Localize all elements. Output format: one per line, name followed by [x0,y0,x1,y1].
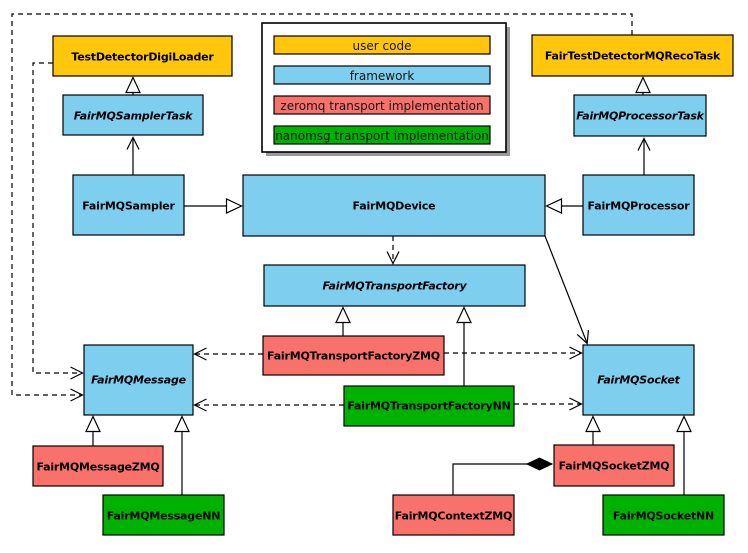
node-label: FairMQDevice [353,200,436,213]
node-box [83,344,194,416]
node-box [263,264,526,307]
node-fairtestdetectormqrecotask: FairTestDetectorMQRecoTask [531,34,734,77]
legend-item-zeromq: zeromq transport implementation [273,95,491,115]
node-label: TestDetectorDigiLoader [71,51,214,64]
legend-swatch-framework [273,65,491,85]
node-box [602,494,725,536]
legend-swatch-user-code [273,35,491,55]
node-fairmqtransportfactorynn: FairMQTransportFactoryNN [343,385,515,427]
edge-device-to-socket [544,235,589,345]
legend-item-user-code: user code [273,35,491,55]
node-box [102,494,225,536]
node-box [582,344,695,416]
node-fairmqprocessortask: FairMQProcessorTask [573,94,707,137]
legend-label-nanomsg: nanomsg transport implementation [275,129,489,143]
legend-item-framework: framework [273,65,491,85]
node-fairmqcontextzmq: FairMQContextZMQ [392,494,515,536]
node-label: FairTestDetectorMQRecoTask [545,50,721,63]
node-fairmqsocketzmq: FairMQSocketZMQ [553,444,675,487]
node-fairmqtransportfactory: FairMQTransportFactory [263,264,526,307]
node-fairmqprocessor: FairMQProcessor [582,174,695,236]
node-label: FairMQProcessor [588,200,691,213]
node-label: FairMQSamplerTask [74,110,193,123]
node-fairmqsamplertask: FairMQSamplerTask [62,94,204,136]
node-fairmqmessagezmq: FairMQMessageZMQ [32,445,164,487]
node-label: FairMQMessage [91,374,187,387]
node-label: FairMQTransportFactory [322,280,467,293]
node-label: FairMQTransportFactoryZMQ [267,350,440,363]
legend-swatch-zeromq [273,95,491,115]
node-box [262,335,445,376]
node-label: FairMQSocket [597,374,680,387]
node-box [343,385,515,427]
node-label: FairMQMessageZMQ [36,461,159,474]
node-label: FairMQSocketNN [613,510,714,523]
node-label: FairMQProcessorTask [576,110,704,123]
node-box [553,444,675,487]
node-fairmqsocket: FairMQSocket [582,344,695,416]
node-box [62,94,204,136]
node-fairmqmessagenn: FairMQMessageNN [102,494,225,536]
legend-label-user-code: user code [353,39,412,53]
node-box [242,174,546,237]
node-label: FairMQSocketZMQ [559,460,670,473]
node-fairmqmessage: FairMQMessage [83,344,194,416]
node-box [32,445,164,487]
legend-label-zeromq: zeromq transport implementation [280,99,483,113]
legend-item-nanomsg: nanomsg transport implementation [273,125,491,145]
node-testdetectordigiloader: TestDetectorDigiLoader [52,35,233,77]
nodes: TestDetectorDigiLoader FairTestDetectorM… [32,34,734,536]
node-fairmqsampler: FairMQSampler [72,174,185,236]
node-box [52,35,233,77]
legend-label-framework: framework [350,69,415,83]
legend-swatch-nanomsg [273,125,491,145]
node-fairmqtransportfactoryzmq: FairMQTransportFactoryZMQ [262,335,445,376]
node-label: FairMQContextZMQ [395,510,512,523]
node-label: FairMQSampler [82,200,175,213]
node-box [392,494,515,536]
node-box [531,34,734,77]
legend: user code framework zeromq transport imp… [261,22,510,156]
node-fairmqdevice: FairMQDevice [242,174,546,237]
node-fairmqsocketnn: FairMQSocketNN [602,494,725,536]
node-label: FairMQTransportFactoryNN [347,400,510,413]
node-label: FairMQMessageNN [107,510,220,523]
edge-recotask-to-message [11,13,633,402]
node-box [582,174,695,236]
node-box [573,94,707,137]
edges [11,13,692,495]
edge-contextzmq-to-socketzmq [452,464,552,495]
node-box [72,174,185,236]
edge-digiloader-to-message [32,62,84,380]
